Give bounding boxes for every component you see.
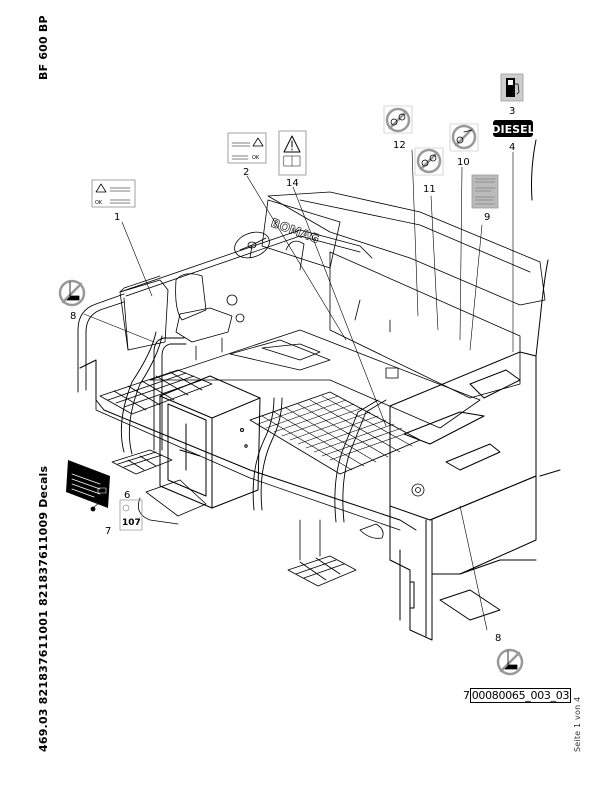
right-side-panel xyxy=(389,139,561,641)
callout-9: 9 xyxy=(484,212,490,223)
ok-text: OK xyxy=(252,155,260,161)
callout-4: 4 xyxy=(509,142,515,153)
callout-14: 14 xyxy=(286,178,299,189)
decal-8-no-step-icon xyxy=(58,279,86,307)
decal-8-no-step-icon xyxy=(496,648,524,676)
callout-12: 12 xyxy=(393,140,406,151)
callout-3: 3 xyxy=(509,106,515,117)
sound-level-text: 107 xyxy=(122,518,141,528)
decal-6-sound-level-label: 107 xyxy=(119,499,143,531)
callout-2: 2 xyxy=(243,167,249,178)
diesel-text: DIESEL xyxy=(491,123,534,136)
paver-machine-drawing: BOMAG xyxy=(77,139,561,641)
battery-box xyxy=(159,375,261,509)
callout-11: 11 xyxy=(423,184,436,195)
bomag-panel: BOMAG xyxy=(261,199,341,271)
decal-10-no-reach-gears-icon xyxy=(449,123,479,152)
decal-11-no-reach-icon xyxy=(414,147,444,176)
callout-8-right: 8 xyxy=(495,633,501,644)
drawing-ref-prefix: 7 xyxy=(463,689,470,702)
decal-14-read-manual xyxy=(278,130,307,176)
decal-1-warning-pictogram: OK xyxy=(91,179,136,208)
callout-10: 10 xyxy=(457,157,470,168)
decal-7-type-plate xyxy=(66,460,110,512)
decal-3-fuel-pump-icon xyxy=(500,73,524,102)
steering-wheel xyxy=(234,231,270,259)
callout-6: 6 xyxy=(124,490,130,501)
decal-12-no-reach-icon xyxy=(383,105,413,134)
decal-9-instruction-label xyxy=(471,174,499,209)
handrails xyxy=(77,293,387,523)
decal-4-diesel-label: DIESEL xyxy=(491,120,535,137)
operator-seat xyxy=(175,273,245,361)
ok-text: OK xyxy=(95,200,103,206)
left-walkway-grating xyxy=(99,369,213,415)
decal-2-warning-pictogram: OK xyxy=(227,132,267,164)
callout-8-left: 8 xyxy=(70,311,76,322)
drawing-ref-number: 00080065_003_03 xyxy=(469,688,572,703)
callout-1: 1 xyxy=(114,212,120,223)
callout-7: 7 xyxy=(105,526,111,537)
leader-lines xyxy=(83,149,514,631)
callout-labels: 1 2 3 4 6 7 8 8 9 10 11 12 14 xyxy=(70,106,515,644)
